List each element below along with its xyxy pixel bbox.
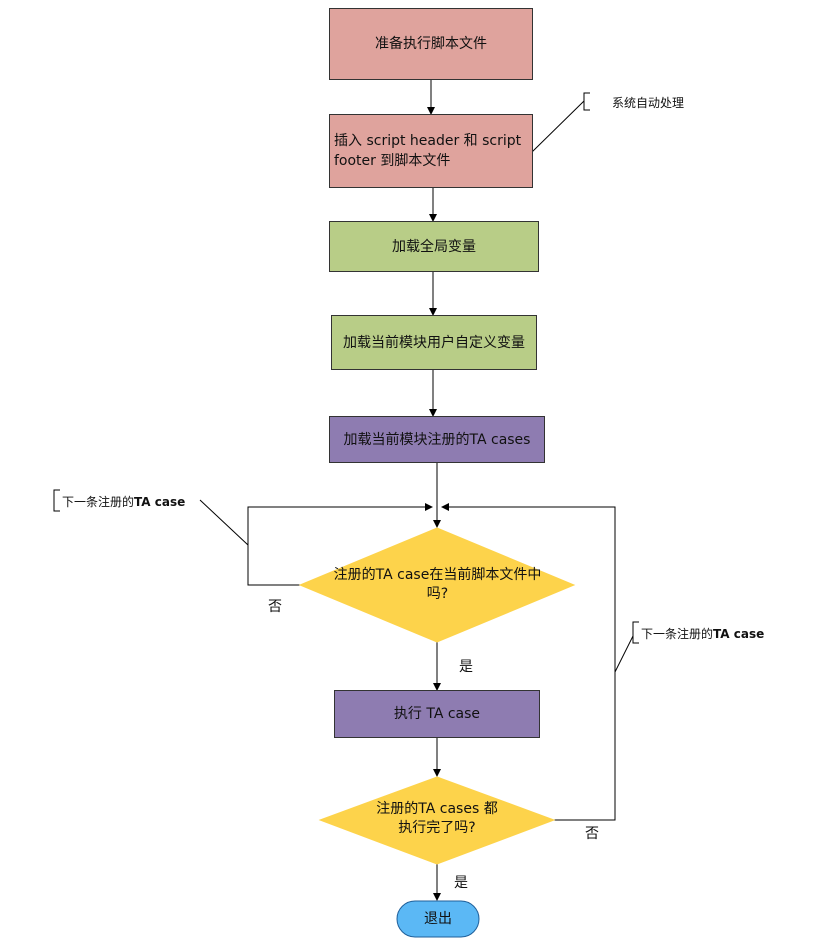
decision-case-in-file — [298, 527, 576, 643]
step-load-module-vars: 加载当前模块用户自定义变量 — [331, 315, 537, 370]
step-load-global-vars: 加载全局变量 — [329, 221, 539, 272]
callout-right-line — [614, 635, 634, 673]
decision-all-executed — [318, 776, 556, 865]
decision-all-executed-label: 注册的TA cases 都执行完了吗? — [376, 801, 498, 836]
branch-no-label-1: 否 — [268, 599, 282, 615]
note-next-case-left: 下一条注册的TA case — [62, 495, 186, 509]
note-next-case-right: 下一条注册的TA case — [641, 627, 765, 641]
branch-no-label-2: 否 — [585, 826, 599, 842]
exit-label: 退出 — [424, 911, 452, 927]
callout-left-bracket — [53, 489, 60, 512]
step-prepare-script: 准备执行脚本文件 — [329, 8, 533, 80]
callout-left-line — [199, 499, 249, 546]
branch-yes-label-1: 是 — [459, 659, 473, 675]
branch-yes-label-2: 是 — [454, 875, 468, 891]
callout-auto-line — [531, 100, 585, 153]
note-auto-processing: 系统自动处理 — [612, 96, 685, 110]
loop-done-no — [441, 503, 616, 821]
callout-auto-bracket — [583, 92, 590, 111]
exit-terminator — [396, 900, 480, 938]
callout-right-bracket — [632, 621, 639, 644]
step-insert-header-footer: 插入 script header 和 script footer 到脚本文件 — [329, 114, 533, 188]
loop-check-no — [247, 503, 433, 586]
step-execute-case: 执行 TA case — [334, 690, 540, 738]
decision-case-in-file-label: 注册的TA case在当前脚本文件中吗? — [333, 567, 542, 602]
step-load-ta-cases: 加载当前模块注册的TA cases — [329, 416, 545, 463]
